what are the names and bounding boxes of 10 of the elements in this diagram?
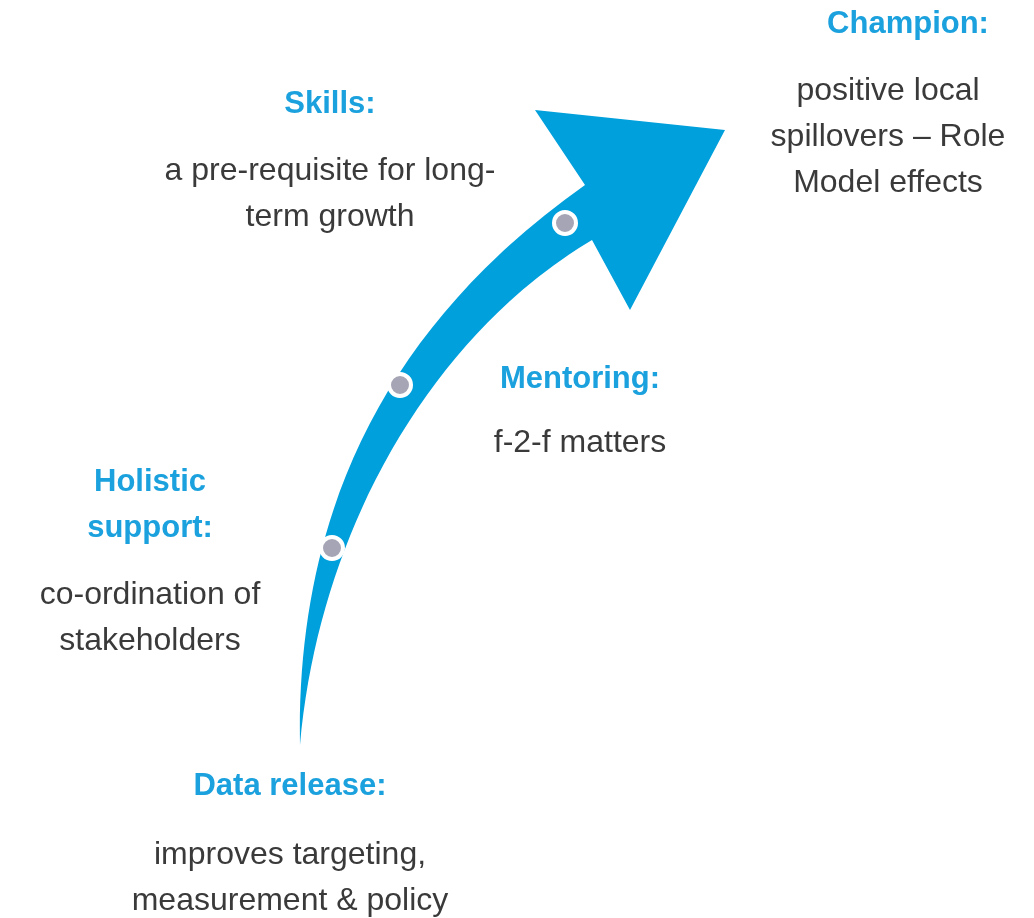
stage-description: f-2-f matters bbox=[492, 422, 668, 461]
stage-heading: Champion: bbox=[826, 4, 990, 42]
stage-description: a pre-requisite for long-term growth bbox=[163, 150, 497, 235]
stage-description: co-ordination of stakeholders bbox=[38, 574, 262, 659]
stage-description: improves targeting, measurement & policy bbox=[130, 834, 450, 918]
stage-description: positive local spillovers – Role Model effects bbox=[769, 70, 1007, 201]
stage-heading: Data release: bbox=[192, 766, 388, 804]
stage-heading: Mentoring: bbox=[498, 359, 662, 397]
stage-heading: Skills: bbox=[283, 84, 377, 122]
stage-heading: Holistic support: bbox=[86, 462, 214, 546]
